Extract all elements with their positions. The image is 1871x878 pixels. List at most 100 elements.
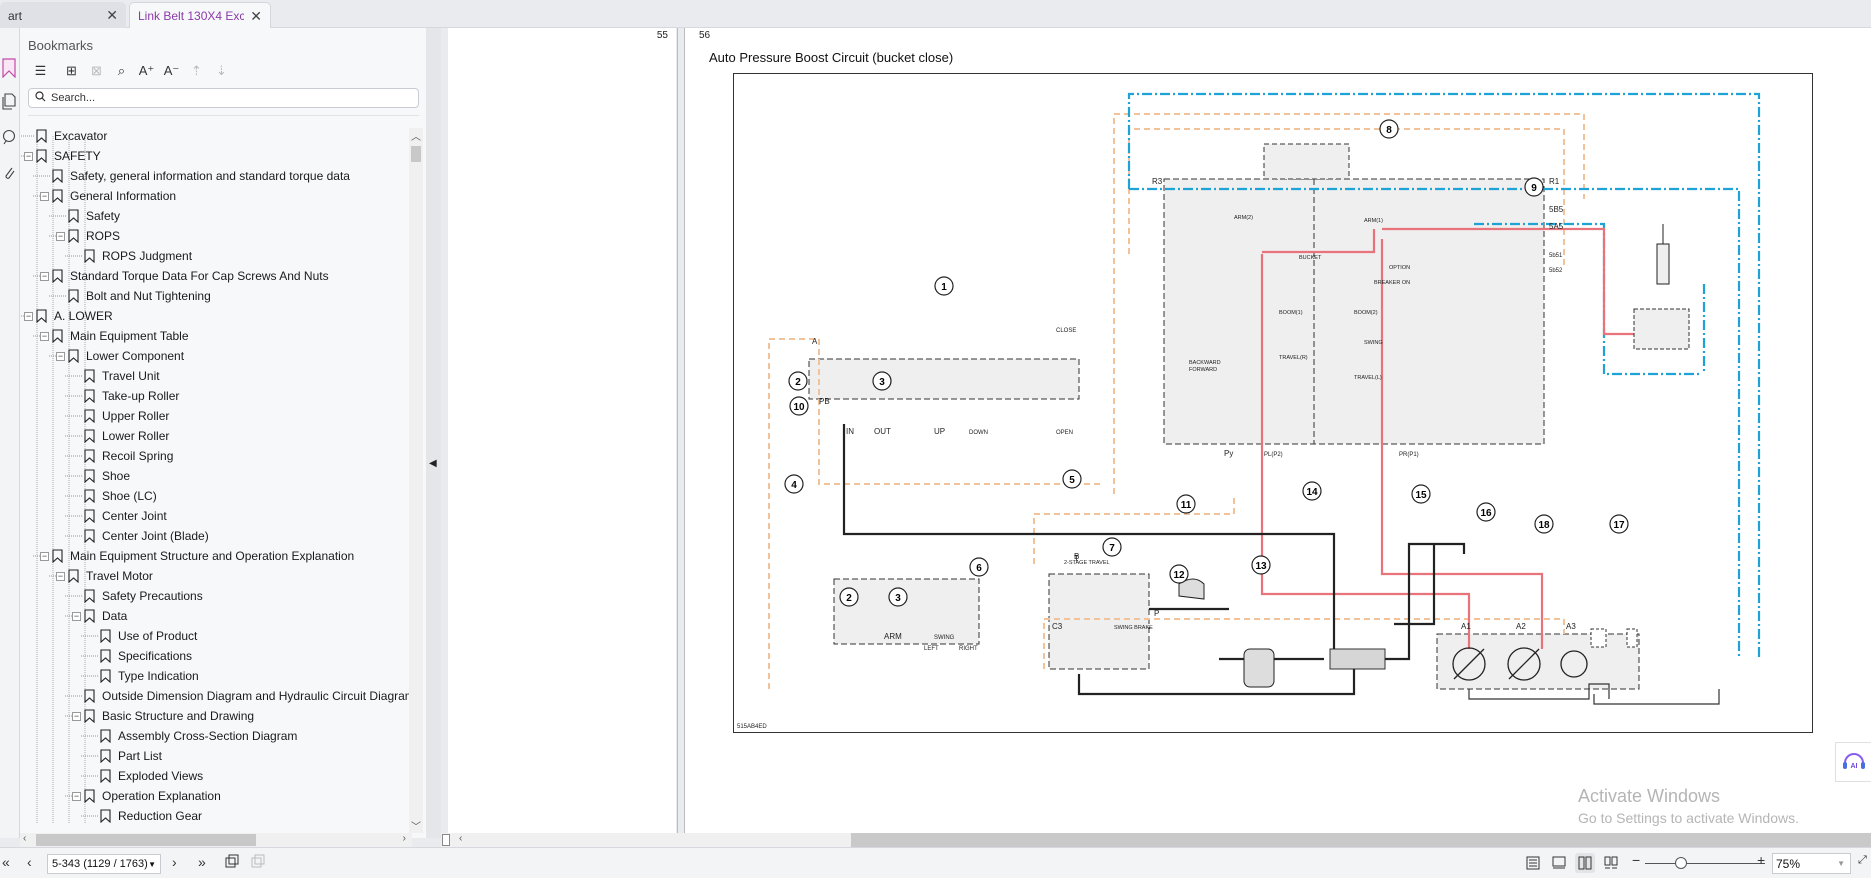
page-selector-value: 5-343 (1129 / 1763)	[52, 858, 148, 870]
single-page-view-button[interactable]	[1523, 853, 1543, 873]
bookmark-item[interactable]: Safety Precautions	[72, 586, 203, 606]
bookmark-item[interactable]: Center Joint	[72, 506, 167, 526]
collapse-toggle-icon[interactable]: −	[72, 790, 81, 801]
page-thumbnails-icon[interactable]	[0, 92, 18, 114]
collapse-toggle-icon[interactable]: −	[56, 230, 65, 241]
tab-document[interactable]: Link Belt 130X4 Exca... ✕	[129, 2, 271, 29]
collapse-toggle-icon[interactable]: −	[72, 710, 81, 721]
bookmark-item[interactable]: Upper Roller	[72, 406, 169, 426]
document-viewer[interactable]: 55 56 Auto Pressure Boost Circuit (bucke…	[441, 28, 1871, 833]
ai-assistant-button[interactable]: AI	[1835, 742, 1871, 782]
collapse-toggle-icon[interactable]: −	[40, 190, 49, 201]
bookmark-item[interactable]: Assembly Cross-Section Diagram	[88, 726, 297, 746]
bookmark-item[interactable]: Take-up Roller	[72, 386, 179, 406]
bookmarks-horizontal-scrollbar[interactable]: ‹ ›	[20, 833, 412, 847]
bookmark-item[interactable]: Recoil Spring	[72, 446, 173, 466]
facing-view-button[interactable]	[1575, 853, 1595, 873]
delete-bookmark-icon[interactable]: ⊠	[91, 63, 102, 78]
previous-page-button[interactable]: ‹	[27, 854, 32, 870]
collapse-toggle-icon[interactable]: −	[56, 350, 65, 361]
attachments-icon[interactable]	[0, 164, 18, 186]
bookmark-item[interactable]: −Basic Structure and Drawing	[72, 706, 254, 726]
scroll-right-icon[interactable]: ›	[402, 833, 406, 844]
bookmark-item[interactable]: Safety	[56, 206, 120, 226]
move-up-icon[interactable]: ⇡	[191, 63, 202, 78]
viewer-horizontal-scrollbar[interactable]: ‹	[441, 833, 1871, 847]
bookmark-item[interactable]: Shoe (LC)	[72, 486, 157, 506]
bookmark-item[interactable]: −Travel Motor	[56, 566, 153, 586]
page-selector[interactable]: 5-343 (1129 / 1763) ▼	[47, 854, 161, 874]
tab-start[interactable]: art ✕	[0, 2, 126, 29]
bookmark-item[interactable]: −Main Equipment Table	[40, 326, 189, 346]
next-page-button[interactable]: ›	[172, 854, 177, 870]
zoom-in-button[interactable]: +	[1757, 852, 1766, 868]
bookmark-item[interactable]: −Lower Component	[56, 346, 184, 366]
zoom-slider-handle[interactable]	[1675, 857, 1687, 869]
bookmark-item[interactable]: −Operation Explanation	[72, 786, 221, 806]
bookmark-item[interactable]: Safety, general information and standard…	[40, 166, 350, 186]
panel-splitter[interactable]: ◀	[426, 28, 441, 838]
bookmark-item[interactable]: −Standard Torque Data For Cap Screws And…	[40, 266, 329, 286]
collapse-toggle-icon[interactable]: −	[72, 610, 81, 621]
comments-icon[interactable]	[0, 128, 18, 150]
bookmark-item[interactable]: Bolt and Nut Tightening	[56, 286, 211, 306]
scroll-left-icon[interactable]: ‹	[459, 833, 463, 844]
continuous-facing-view-button[interactable]	[1601, 853, 1621, 873]
bookmark-item[interactable]: Use of Product	[88, 626, 197, 646]
zoom-level-select[interactable]: 75% ▼	[1772, 853, 1851, 874]
increase-font-icon[interactable]: A⁺	[138, 63, 155, 78]
bookmark-icon[interactable]	[0, 58, 18, 80]
bookmark-item[interactable]: Specifications	[88, 646, 192, 666]
collapse-toggle-icon[interactable]: −	[24, 150, 33, 161]
bookmark-item[interactable]: Outside Dimension Diagram and Hydraulic …	[72, 686, 412, 706]
bookmark-item[interactable]: ROPS Judgment	[72, 246, 192, 266]
bookmark-item[interactable]: −ROPS	[56, 226, 120, 246]
collapse-panel-icon[interactable]: ◀	[429, 458, 437, 469]
next-view-button[interactable]	[250, 853, 266, 872]
bookmark-item[interactable]: −A. LOWER	[24, 306, 113, 326]
bookmark-item[interactable]: −Data	[72, 606, 127, 626]
bookmark-item[interactable]: Part List	[88, 746, 162, 766]
bookmark-item[interactable]: −SAFETY	[24, 146, 101, 166]
fullscreen-icon[interactable]: ⤢	[1858, 854, 1867, 866]
collapse-toggle-icon[interactable]: −	[56, 570, 65, 581]
bookmark-item[interactable]: Reduction Gear	[88, 806, 202, 823]
bookmark-icon	[84, 529, 95, 543]
bookmark-item[interactable]: Shoe	[72, 466, 130, 486]
find-bookmark-icon[interactable]: ⌕	[117, 63, 126, 78]
scrollbar-thumb[interactable]	[411, 146, 421, 162]
scroll-up-icon[interactable]: ︿	[411, 132, 421, 143]
first-page-button[interactable]: «	[2, 854, 10, 870]
search-input[interactable]	[51, 92, 411, 104]
bookmark-item[interactable]: Excavator	[24, 126, 107, 146]
zoom-out-button[interactable]: −	[1632, 852, 1641, 868]
scroll-down-icon[interactable]: ﹀	[411, 822, 421, 833]
previous-view-button[interactable]	[224, 853, 240, 872]
bookmark-item[interactable]: Exploded Views	[88, 766, 203, 786]
close-tab-icon[interactable]: ✕	[106, 7, 118, 23]
collapse-toggle-icon[interactable]: −	[40, 550, 49, 561]
scrollbar-track[interactable]: ‹	[441, 833, 851, 847]
decrease-font-icon[interactable]: A⁻	[163, 63, 180, 78]
bookmark-item[interactable]: −Main Equipment Structure and Operation …	[40, 546, 354, 566]
bookmarks-vertical-scrollbar[interactable]: ︿ ﹀	[409, 128, 423, 833]
collapse-toggle-icon[interactable]: −	[40, 270, 49, 281]
scrollbar-thumb[interactable]	[36, 834, 256, 846]
expand-all-icon[interactable]: ☰	[34, 63, 47, 78]
bookmark-item[interactable]: Center Joint (Blade)	[72, 526, 209, 546]
close-tab-icon[interactable]: ✕	[250, 7, 262, 24]
bookmark-item[interactable]: Type Indication	[88, 666, 199, 686]
last-page-button[interactable]: »	[198, 854, 206, 870]
bookmark-item[interactable]: −General Information	[40, 186, 176, 206]
collapse-toggle-icon[interactable]: −	[24, 310, 33, 321]
callout-3: 3	[872, 371, 892, 391]
zoom-slider[interactable]	[1645, 863, 1765, 864]
collapse-toggle-icon[interactable]: −	[40, 330, 49, 341]
continuous-view-button[interactable]	[1549, 853, 1569, 873]
add-bookmark-icon[interactable]: ⊞	[66, 63, 77, 78]
scroll-left-icon[interactable]: ‹	[23, 833, 27, 844]
bookmark-item[interactable]: Lower Roller	[72, 426, 169, 446]
bookmark-item[interactable]: Travel Unit	[72, 366, 160, 386]
bookmark-search[interactable]	[28, 88, 419, 108]
move-down-icon[interactable]: ⇣	[216, 63, 227, 78]
